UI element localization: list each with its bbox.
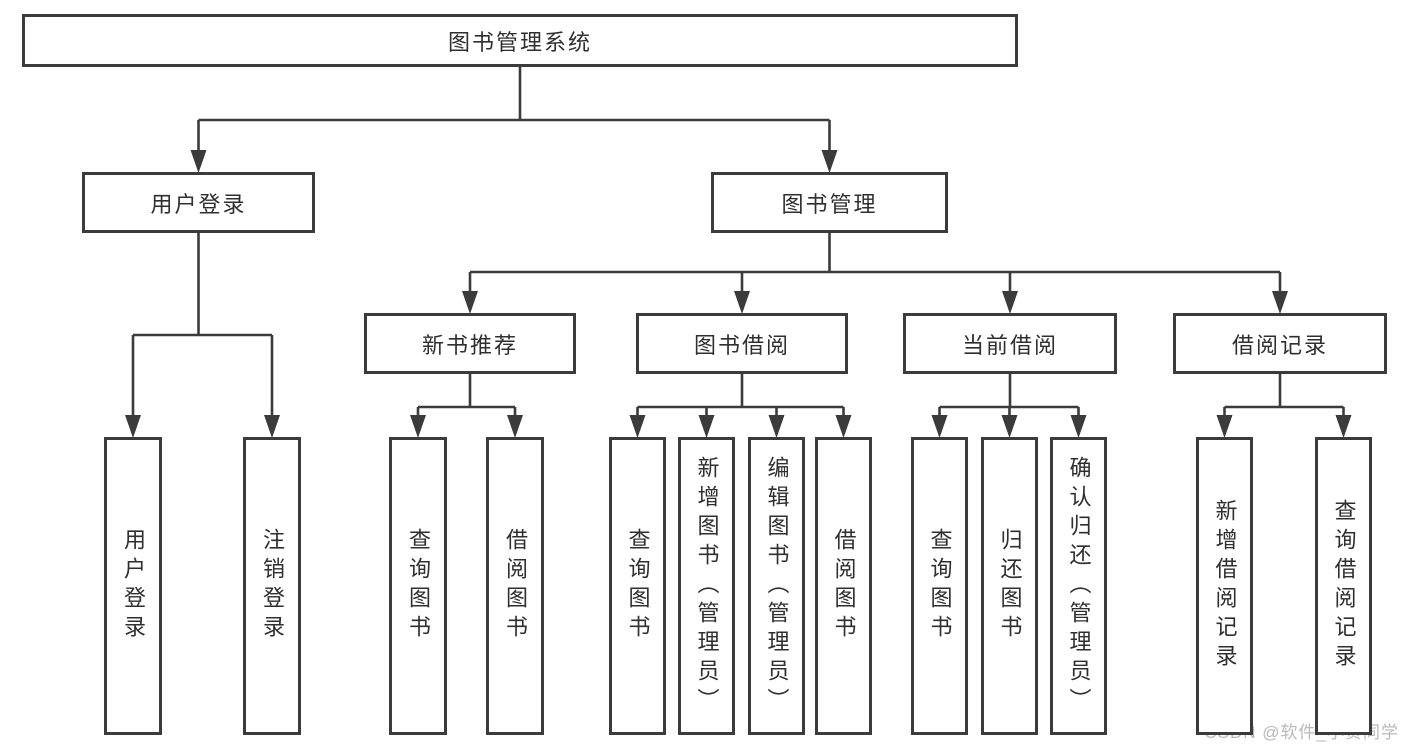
node-book-borrow: 图书借阅 <box>636 313 848 374</box>
node-borrow-record: 借阅记录 <box>1173 313 1387 374</box>
node-leaf-add-book-admin: 新增图书（管理员） <box>678 437 735 735</box>
node-leaf-query-book-3-label: 查询图书 <box>927 528 953 644</box>
node-leaf-user-login: 用户登录 <box>104 437 162 735</box>
node-book-management: 图书管理 <box>711 172 948 233</box>
node-leaf-edit-book-admin: 编辑图书（管理员） <box>748 437 805 735</box>
node-leaf-query-borrow-record-label: 查询借阅记录 <box>1331 499 1357 673</box>
node-book-borrow-label: 图书借阅 <box>693 332 790 358</box>
node-borrow-record-label: 借阅记录 <box>1231 332 1328 358</box>
node-new-book-recommend: 新书推荐 <box>364 313 576 374</box>
node-leaf-return-book-label: 归还图书 <box>997 528 1023 644</box>
node-leaf-query-book-2: 查询图书 <box>609 437 666 735</box>
node-current-borrow: 当前借阅 <box>903 313 1117 374</box>
node-leaf-borrow-book-2-label: 借阅图书 <box>831 528 857 644</box>
node-leaf-query-book-2-label: 查询图书 <box>625 528 651 644</box>
node-leaf-add-book-admin-label: 新增图书（管理员） <box>694 455 720 717</box>
node-leaf-add-borrow-record-label: 新增借阅记录 <box>1212 499 1238 673</box>
node-current-borrow-label: 当前借阅 <box>961 332 1058 358</box>
node-library-system: 图书管理系统 <box>22 14 1018 67</box>
node-leaf-query-book-1-label: 查询图书 <box>406 528 431 644</box>
node-leaf-borrow-book-1: 借阅图书 <box>486 437 544 735</box>
node-leaf-confirm-return-admin-label: 确认归还（管理员） <box>1066 455 1092 717</box>
node-leaf-query-borrow-record: 查询借阅记录 <box>1315 437 1372 735</box>
node-leaf-logout: 注销登录 <box>243 437 301 735</box>
node-leaf-query-book-1: 查询图书 <box>389 437 447 735</box>
node-library-system-label: 图书管理系统 <box>447 29 592 55</box>
node-leaf-edit-book-admin-label: 编辑图书（管理员） <box>764 455 790 717</box>
node-leaf-add-borrow-record: 新增借阅记录 <box>1196 437 1253 735</box>
node-leaf-return-book: 归还图书 <box>981 437 1038 735</box>
node-book-management-label: 图书管理 <box>781 191 878 217</box>
node-leaf-confirm-return-admin: 确认归还（管理员） <box>1050 437 1107 735</box>
node-user-login: 用户登录 <box>82 172 315 233</box>
node-leaf-logout-label: 注销登录 <box>260 528 285 644</box>
node-leaf-borrow-book-1-label: 借阅图书 <box>503 528 528 644</box>
node-leaf-query-book-3: 查询图书 <box>911 437 968 735</box>
node-user-login-label: 用户登录 <box>150 191 247 217</box>
node-leaf-user-login-label: 用户登录 <box>121 528 146 644</box>
node-leaf-borrow-book-2: 借阅图书 <box>815 437 872 735</box>
node-new-book-recommend-label: 新书推荐 <box>421 332 518 358</box>
